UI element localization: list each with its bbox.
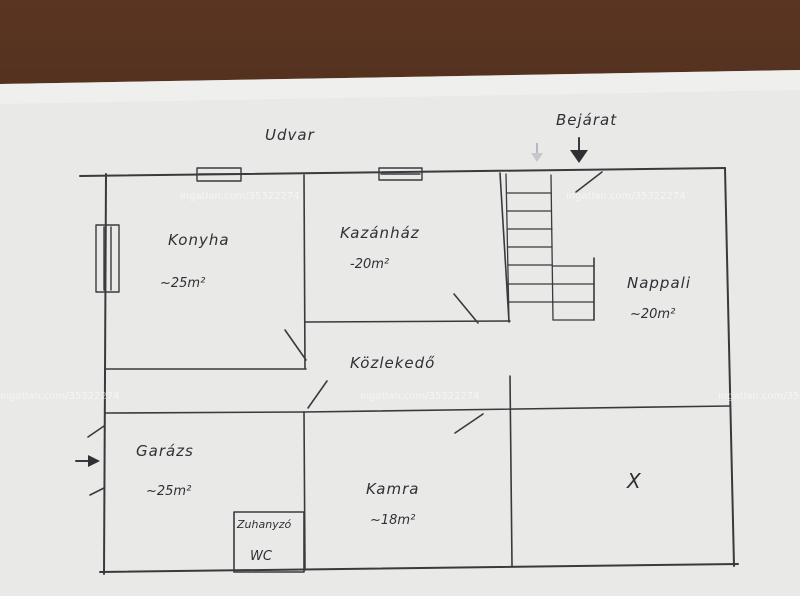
label-nappali: Nappali	[627, 274, 691, 292]
watermark-1: ingatlan.com/35322274	[180, 191, 300, 202]
window-left	[95, 224, 120, 293]
faint-arrow-icon	[531, 143, 543, 162]
label-kozlekedo: Közlekedő	[350, 354, 435, 372]
window-top-middle	[378, 167, 423, 181]
x-mark: X	[626, 469, 642, 493]
label-bejarat: Bejárat	[556, 111, 617, 129]
area-kamra: ~18m²	[370, 513, 415, 528]
area-garazs: ~25m²	[146, 484, 191, 499]
label-konyha: Konyha	[168, 231, 230, 249]
staircase	[505, 173, 595, 323]
door-swings	[87, 171, 603, 496]
label-garazs: Garázs	[136, 442, 194, 460]
garage-entry-arrow-icon	[75, 455, 100, 467]
window-top-left	[196, 167, 242, 182]
outer-walls	[79, 167, 739, 575]
watermark-5: ingatlan.com/35322274	[718, 391, 800, 402]
label-zuhanyzo: Zuhanyzó	[236, 518, 291, 531]
label-wc: WC	[250, 549, 273, 564]
watermark-3: ingatlan.com/35322274	[0, 391, 120, 402]
label-kamra: Kamra	[366, 480, 419, 498]
shower-wc-room	[233, 511, 305, 573]
watermark-4: ingatlan.com/35322274	[360, 391, 480, 402]
paper-shade	[0, 70, 800, 104]
watermark-2: ingatlan.com/35322274	[566, 191, 686, 202]
label-kazanhaz: Kazánház	[340, 224, 420, 242]
paper-sheet	[0, 70, 800, 596]
windows	[95, 167, 423, 293]
label-udvar: Udvar	[265, 126, 315, 144]
area-nappali: ~20m²	[630, 307, 675, 322]
area-kazanhaz: -20m²	[350, 257, 389, 272]
area-konyha: ~25m²	[160, 276, 205, 291]
entrance-arrow-icon	[570, 137, 588, 163]
